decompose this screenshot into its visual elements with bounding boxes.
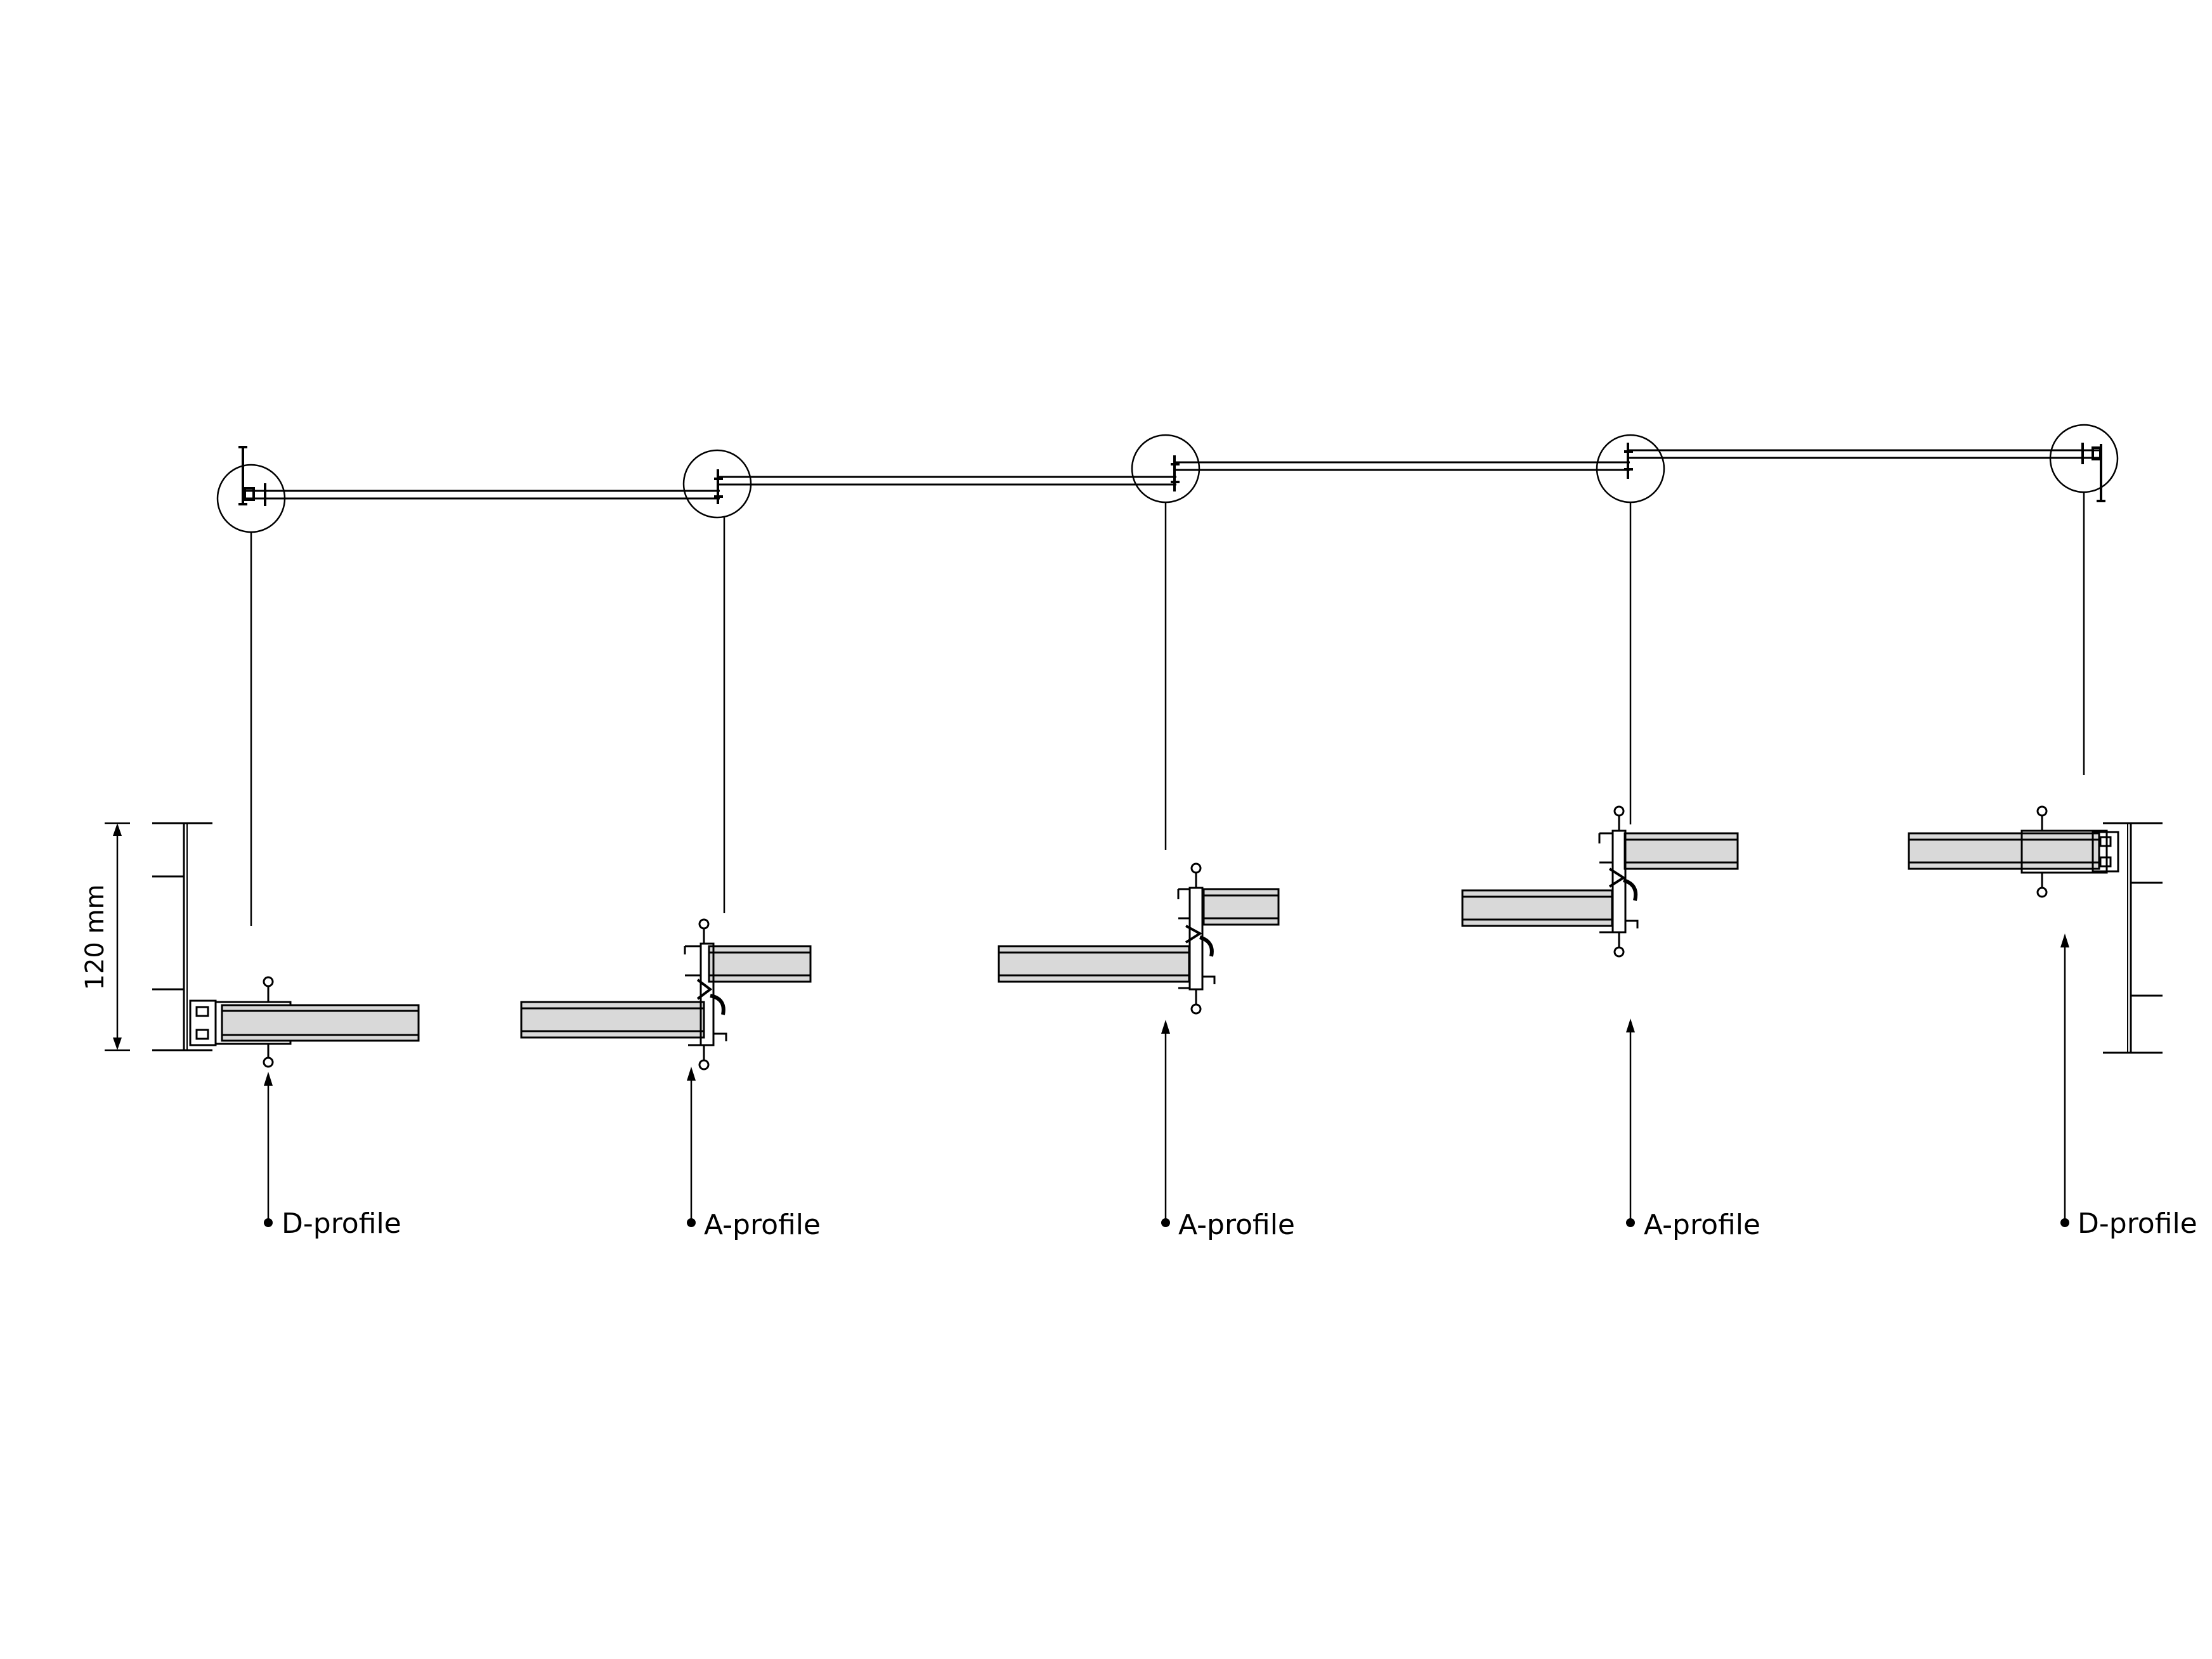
- detail-circle-3: [1131, 434, 1200, 504]
- detail-leaders: [250, 492, 2085, 926]
- detail-5-d-profile-right: [1908, 805, 2163, 1054]
- label-profile-4: A-profile: [1644, 1209, 1760, 1241]
- detail-3-a-profile: [998, 862, 1280, 1015]
- callout-arrows: [264, 934, 2069, 1227]
- plan-segment-4: [1627, 449, 2102, 459]
- profile-labels: D-profile A-profile A-profile A-profile …: [282, 1207, 2197, 1241]
- detail-circles: [216, 424, 2119, 533]
- plan-segment-2: [717, 476, 1176, 486]
- plan-view: [238, 443, 2105, 506]
- plan-segment-1: [244, 490, 720, 500]
- detail-2-a-profile: [520, 918, 812, 1070]
- detail-4-a-profile: [1461, 805, 1739, 958]
- plan-joint-marks: [238, 443, 2105, 506]
- label-profile-2: A-profile: [704, 1209, 821, 1241]
- label-profile-5: D-profile: [2078, 1207, 2197, 1240]
- detail-1-d-profile-left: [152, 822, 420, 1068]
- dimension-120mm: [105, 822, 130, 1051]
- label-profile-1: D-profile: [282, 1207, 401, 1240]
- dimension-label: 120 mm: [81, 885, 110, 991]
- label-profile-3: A-profile: [1178, 1209, 1295, 1241]
- plan-segment-3: [1173, 461, 1630, 471]
- detail-circle-2: [682, 449, 752, 519]
